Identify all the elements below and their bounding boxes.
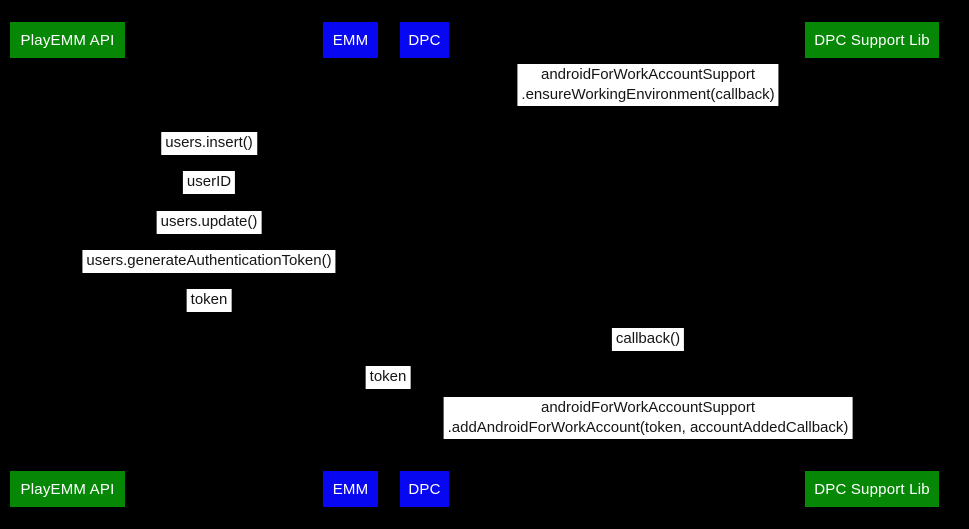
message-line: users.generateAuthenticationToken() <box>86 252 332 269</box>
message-line: token <box>369 368 407 385</box>
message-label-token-left: token <box>186 289 232 312</box>
actor-box-dpc-bottom: DPC <box>400 471 449 507</box>
message-label-ensure-working-environment: androidForWorkAccountSupport .ensureWorki… <box>517 64 779 106</box>
message-line: .ensureWorkingEnvironment(callback) <box>521 85 775 103</box>
actor-box-emm-top: EMM <box>323 22 378 58</box>
actor-box-playemm-api-bottom: PlayEMM API <box>10 471 125 507</box>
actor-box-dpc-support-lib-bottom: DPC Support Lib <box>805 471 939 507</box>
message-line: users.update() <box>160 213 258 230</box>
message-label-callback: callback() <box>611 328 685 351</box>
actor-box-emm-bottom: EMM <box>323 471 378 507</box>
message-line: token <box>190 291 228 308</box>
message-label-add-android-for-work-account: androidForWorkAccountSupport .addAndroidF… <box>443 397 853 439</box>
message-label-users-insert: users.insert() <box>161 132 257 155</box>
message-line: callback() <box>615 330 681 347</box>
actor-box-playemm-api-top: PlayEMM API <box>10 22 125 58</box>
message-label-user-id: userID <box>182 171 236 194</box>
message-line: .addAndroidForWorkAccount(token, account… <box>447 418 849 436</box>
message-label-token-middle: token <box>365 366 411 389</box>
actor-box-dpc-support-lib-top: DPC Support Lib <box>805 22 939 58</box>
message-line: users.insert() <box>165 134 253 151</box>
message-line: androidForWorkAccountSupport <box>541 399 755 416</box>
message-label-users-generate-authentication-token: users.generateAuthenticationToken() <box>82 250 336 273</box>
actor-box-dpc-top: DPC <box>400 22 449 58</box>
message-line: userID <box>186 173 232 190</box>
message-line: androidForWorkAccountSupport <box>540 66 755 83</box>
message-label-users-update: users.update() <box>156 211 262 234</box>
